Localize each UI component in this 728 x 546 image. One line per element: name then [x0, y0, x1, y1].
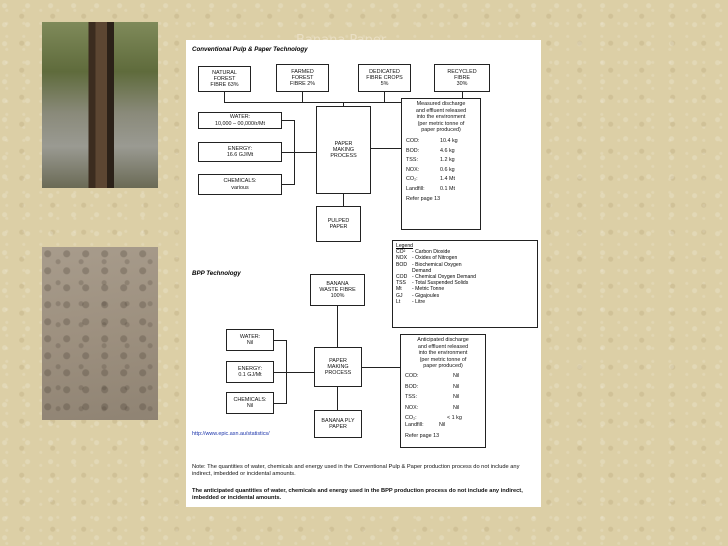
- bpp-row-nox: NOX:Nil: [405, 404, 460, 411]
- bpp-ref: Refer page 13: [405, 432, 440, 439]
- legend-title: Legend: [396, 243, 413, 249]
- bpp-discharge-box: Anticipated discharge and effluent relea…: [400, 334, 486, 448]
- bpp-row-cod: COD:Nil: [405, 372, 460, 379]
- legend-box: Legend CO²- Carbon Dioxide NOX- Oxides o…: [392, 240, 538, 328]
- comparison-document: Conventional Pulp & Paper Technology NAT…: [186, 40, 541, 507]
- conv-row-landfill: Landfill:0.1 Mt: [406, 185, 455, 192]
- bpp-row-tss: TSS:Nil: [405, 394, 460, 401]
- paper-texture-photo: [42, 247, 158, 420]
- conv-row-co2: CO₂:1.4 Mt: [406, 176, 455, 183]
- conv-input-energy: ENERGY:16.6 GJ/Mt: [198, 142, 282, 162]
- conv-input-chemicals: CHEMICALS:various: [198, 174, 282, 195]
- conv-input-water: WATER:10,000 – 00,000ℓr/Mt: [198, 112, 282, 129]
- conv-row-nox: NOX:0.6 kg: [406, 166, 455, 173]
- conventional-header: Conventional Pulp & Paper Technology: [192, 46, 308, 53]
- conv-row-bod: BOD:4.6 kg: [406, 147, 455, 154]
- bpp-input-water: WATER:Nil: [226, 329, 274, 351]
- bpp-row-co2: CO₂:< 1 kg: [405, 415, 462, 422]
- conv-row-tss: TSS:1.2 kg: [406, 157, 455, 164]
- bpp-note: The anticipated quantities of water, che…: [192, 488, 523, 501]
- banana-tree-photo: [42, 22, 158, 188]
- conv-discharge-box: Measured discharge and effluent released…: [401, 98, 481, 230]
- bpp-input-energy: ENERGY:0.1 GJ/Mt: [226, 361, 274, 383]
- conventional-note: Note: The quantities of water, chemicals…: [192, 464, 520, 477]
- bpp-input-chemicals: CHEMICALS:Nil: [226, 392, 274, 414]
- conv-ref: Refer page 13: [406, 195, 441, 202]
- bpp-header: BPP Technology: [192, 270, 241, 277]
- source-url-link[interactable]: http://www.epic.asn.au/statistics/: [192, 431, 270, 437]
- conv-row-cod: COD:10.4 kg: [406, 137, 458, 144]
- bpp-row-bod: BOD:Nil: [405, 383, 460, 390]
- bpp-row-landfill: Landfill:Nil: [405, 421, 446, 428]
